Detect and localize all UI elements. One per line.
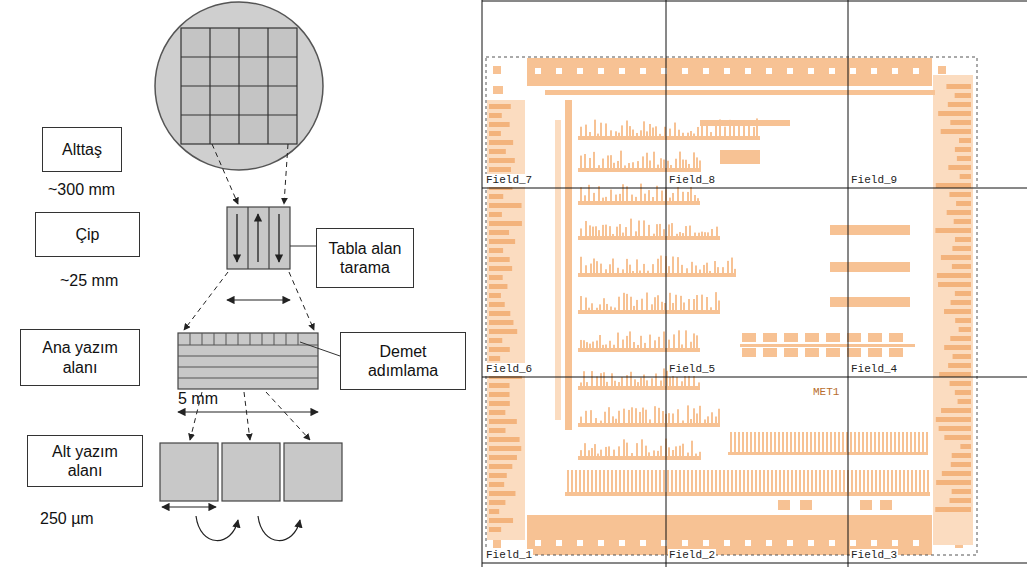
zoom-arrow (289, 272, 314, 330)
field-label: Field_7 (485, 174, 533, 187)
chip-outline (486, 57, 977, 555)
dimension-arrow (162, 506, 216, 507)
dimension-label: ~25 mm (60, 272, 118, 290)
zoom-arrow (266, 392, 310, 440)
field-label: Field_8 (668, 174, 716, 187)
field-label: Field_6 (485, 363, 533, 376)
chip-layout (487, 58, 973, 555)
chip-figure (227, 207, 290, 269)
dimension-label: ~300 mm (48, 181, 115, 199)
wafer (155, 2, 323, 170)
zoom-arrow (244, 392, 250, 440)
callout-box: Çip (35, 212, 140, 257)
box-label: Tabla alan tarama (323, 239, 407, 277)
box-label: Ana yazım alanı (30, 338, 130, 376)
dimension-arrow (227, 299, 290, 300)
callout-box: Ana yazım alanı (20, 329, 140, 386)
field-label: Field_5 (668, 363, 716, 376)
layer-label: MET1 (812, 386, 840, 399)
box-label: Alttaş (62, 140, 102, 159)
callout-box: Alttaş (42, 127, 122, 172)
dimension-label: 5 mm (178, 390, 218, 408)
field-label: Field_1 (485, 549, 533, 562)
step-arrow (196, 516, 238, 541)
box-label: Demet adımlama (357, 342, 449, 380)
callout-box: Alt yazım alanı (27, 435, 143, 487)
field-label: Field_4 (850, 363, 898, 376)
dimension-label: 250 µm (40, 510, 94, 528)
dimension-arrow (178, 411, 318, 412)
step-arrow (258, 516, 300, 541)
callout-box: Tabla alan tarama (316, 228, 414, 288)
field-grid (482, 0, 1027, 567)
leader-line (290, 246, 316, 247)
zoom-arrow (212, 144, 238, 204)
field-label: Field_9 (850, 174, 898, 187)
callout-box: Demet adımlama (340, 332, 466, 390)
leader-line (300, 342, 340, 356)
box-label: Alt yazım alanı (35, 442, 135, 480)
field-label: Field_2 (668, 549, 716, 562)
main-field-figure (178, 333, 318, 389)
zoom-arrow (184, 272, 228, 330)
subfield-figure (160, 443, 342, 501)
zoom-arrow (284, 144, 288, 204)
field-label: Field_3 (850, 549, 898, 562)
box-label: Çip (75, 225, 99, 244)
